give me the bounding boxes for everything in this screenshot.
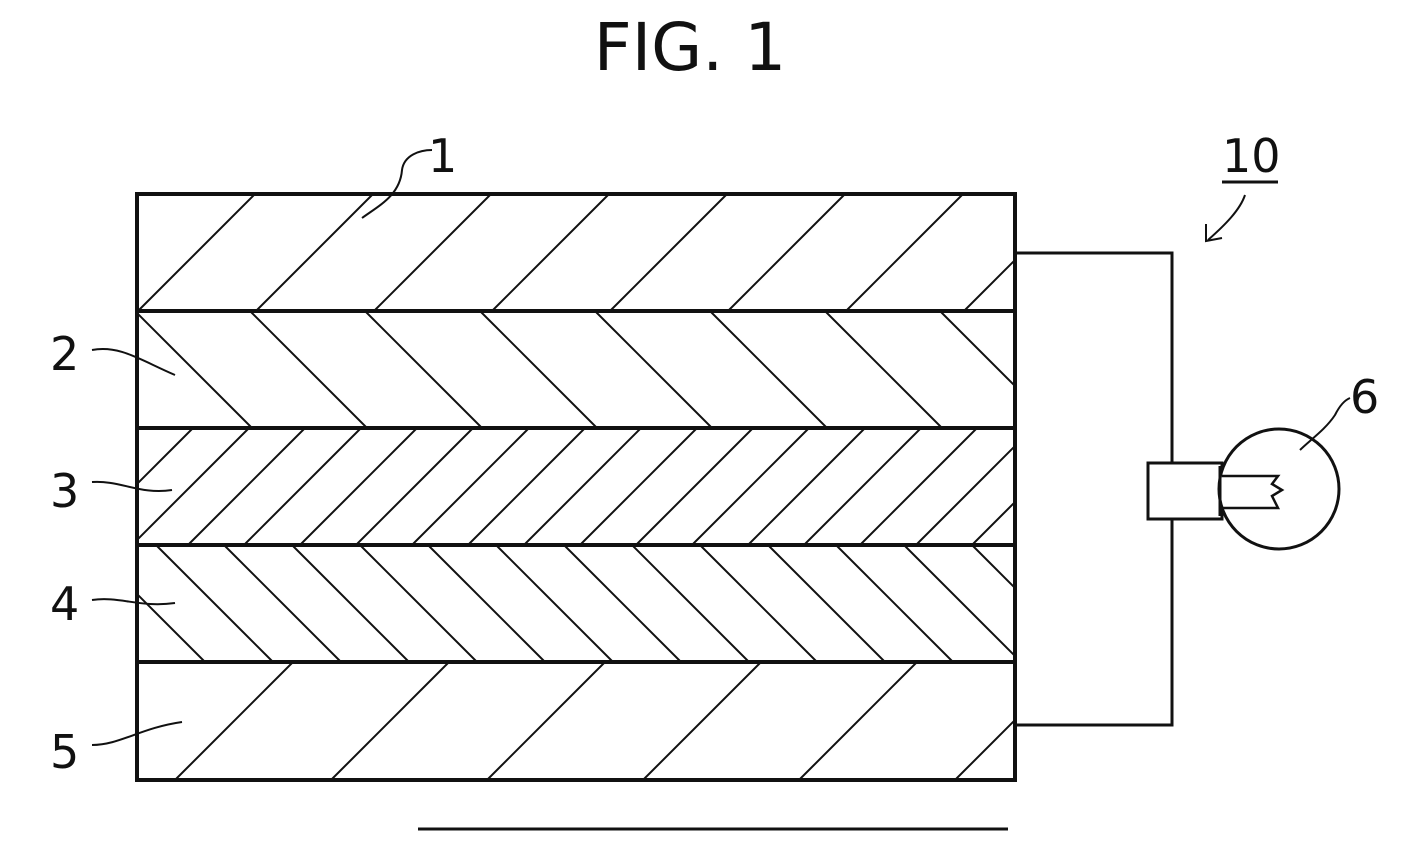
hatch-line [643, 662, 761, 780]
hatch-line [972, 545, 1089, 662]
hatch-line [940, 311, 1057, 428]
leader-10-arrow [1208, 195, 1245, 240]
hatch-line [0, 311, 22, 428]
hatch-line [496, 545, 613, 662]
hatch-line [610, 194, 727, 311]
leader-6 [1300, 398, 1350, 450]
hatch-line [1028, 428, 1145, 545]
hatch-line [256, 194, 373, 311]
hatch-line [804, 428, 921, 545]
ref-layer-2: 2 [50, 327, 79, 381]
hatch-line [836, 545, 953, 662]
lamp-base [1148, 463, 1222, 519]
hatch-line [1170, 311, 1287, 428]
hatch-line [1108, 545, 1225, 662]
hatch-line [0, 194, 19, 311]
hatch-line [580, 428, 697, 545]
ref-lamp: 6 [1350, 370, 1379, 424]
hatch-line [188, 428, 305, 545]
hatch-line [825, 311, 942, 428]
ref-layer-5: 5 [50, 725, 79, 779]
hatch-line [595, 311, 712, 428]
hatch-line [412, 428, 529, 545]
hatch-line [1200, 194, 1317, 311]
hatch-line [300, 428, 417, 545]
hatch-line [632, 545, 749, 662]
hatch-line [799, 662, 917, 780]
hatch-line [331, 662, 449, 780]
hatch-line [524, 428, 641, 545]
hatch-line [700, 545, 817, 662]
hatch-line [564, 545, 681, 662]
layer-5-hatching [0, 662, 1385, 780]
hatch-line [224, 545, 341, 662]
hatch-line [972, 428, 1089, 545]
leader-4 [92, 599, 175, 604]
hatch-line [728, 194, 845, 311]
hatch-line [356, 428, 473, 545]
hatch-line [860, 428, 977, 545]
layer-2-hatching [0, 311, 1287, 428]
ref-layer-3: 3 [50, 464, 79, 518]
leader-1 [362, 150, 432, 218]
figure-title: FIG. 1 [594, 9, 787, 86]
hatch-line [846, 194, 963, 311]
leader-3 [92, 482, 172, 491]
hatch-line [636, 428, 753, 545]
hatch-line [132, 428, 249, 545]
hatch-line [1111, 662, 1229, 780]
hatch-line [175, 662, 293, 780]
hatch-line [904, 545, 1021, 662]
leader-2 [92, 349, 175, 375]
hatch-line [365, 311, 482, 428]
hatch-line [1267, 662, 1385, 780]
hatch-line [1040, 545, 1157, 662]
hatch-line [1176, 545, 1293, 662]
hatch-line [374, 194, 491, 311]
layer-4-hatching [0, 545, 1293, 662]
hatch-line [138, 194, 255, 311]
hatch-line [135, 311, 252, 428]
layer-3-hatching [0, 428, 1257, 545]
ref-layer-1: 1 [428, 129, 457, 183]
hatch-line [360, 545, 477, 662]
hatch-line [20, 194, 137, 311]
hatch-line [487, 662, 605, 780]
hatch-line [748, 428, 865, 545]
hatch-line [1055, 311, 1172, 428]
hatch-line [768, 545, 885, 662]
hatch-line [710, 311, 827, 428]
hatch-line [428, 545, 545, 662]
hatch-line [244, 428, 361, 545]
hatch-line [480, 311, 597, 428]
hatch-line [692, 428, 809, 545]
hatch-line [76, 428, 193, 545]
ref-layer-4: 4 [50, 577, 79, 631]
hatch-line [250, 311, 367, 428]
hatch-line [492, 194, 609, 311]
hatch-line [292, 545, 409, 662]
hatch-line [468, 428, 585, 545]
ref-assembly: 10 [1222, 129, 1281, 183]
